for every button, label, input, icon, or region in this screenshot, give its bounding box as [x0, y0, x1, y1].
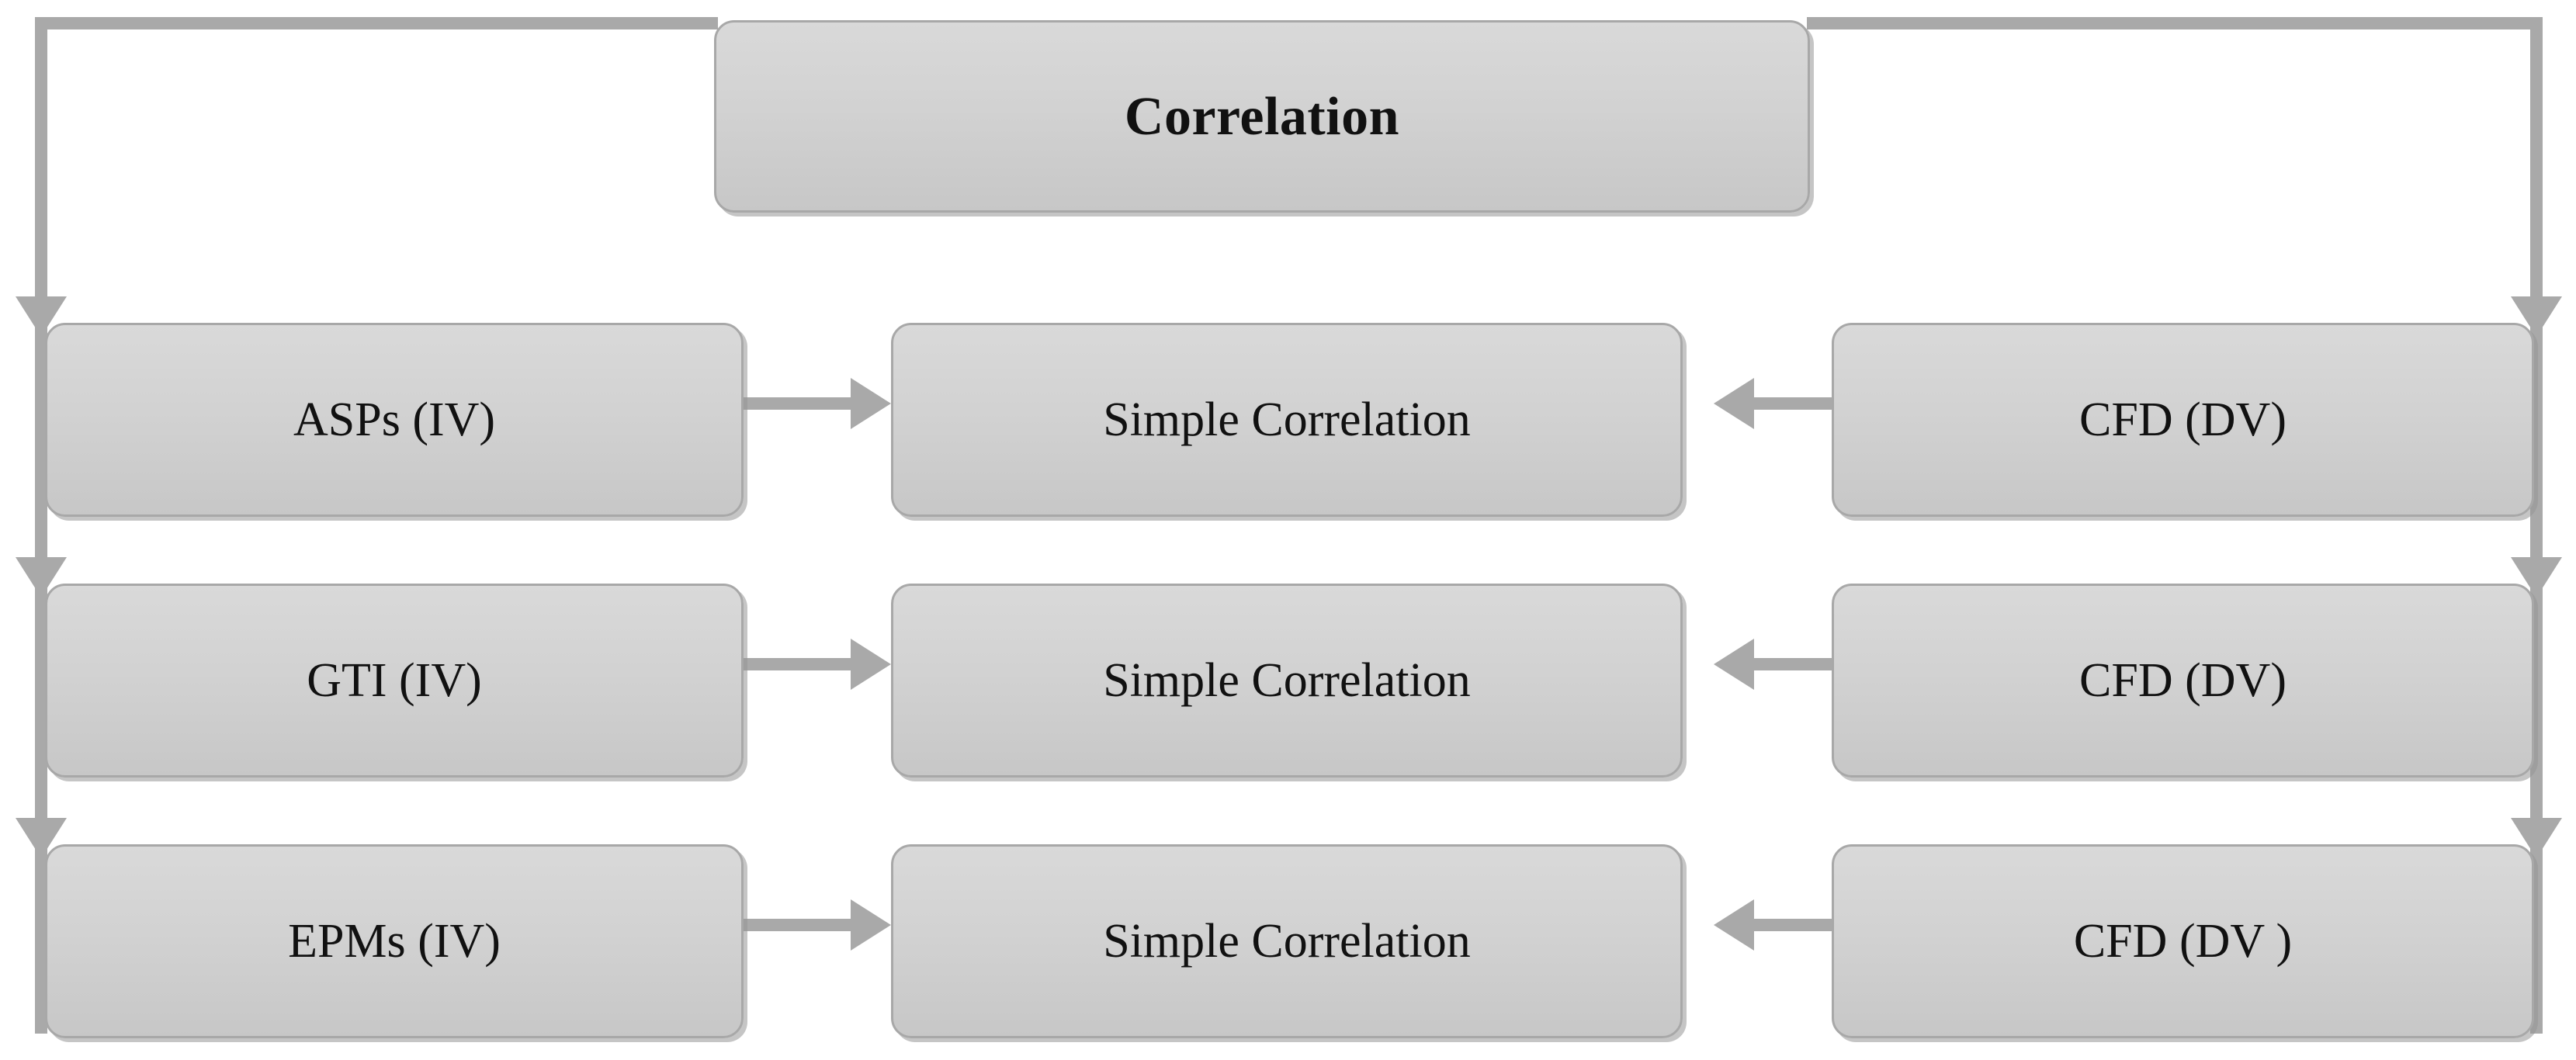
top-left-connector-line [35, 17, 718, 29]
dv-to-method-arrow-row2 [1714, 639, 1754, 690]
right-vertical-rail [2530, 17, 2543, 1034]
node-label-epms: EPMs (IV) [288, 914, 501, 968]
node-label-simple-correlation-row2: Simple Correlation [1103, 653, 1471, 707]
iv-to-method-arrow-row1 [851, 378, 891, 429]
header-node-correlation[interactable]: Correlation [714, 20, 1810, 213]
dv-to-method-line-row3 [1754, 919, 1832, 931]
node-label-cfd-row2: CFD (DV) [2079, 653, 2287, 707]
node-method-row3[interactable]: Simple Correlation [891, 844, 1683, 1038]
node-dependent-variable-row3[interactable]: CFD (DV ) [1832, 844, 2534, 1038]
header-node-label: Correlation [1124, 86, 1400, 147]
node-method-row2[interactable]: Simple Correlation [891, 584, 1683, 778]
iv-to-method-line-row3 [744, 919, 852, 931]
iv-to-method-arrow-row3 [851, 899, 891, 951]
node-label-simple-correlation-row3: Simple Correlation [1103, 914, 1471, 968]
node-method-row1[interactable]: Simple Correlation [891, 323, 1683, 517]
dv-to-method-line-row1 [1754, 397, 1832, 410]
node-independent-variable-row3[interactable]: EPMs (IV) [45, 844, 744, 1038]
node-label-simple-correlation-row1: Simple Correlation [1103, 393, 1471, 446]
node-independent-variable-row1[interactable]: ASPs (IV) [45, 323, 744, 517]
node-label-asps: ASPs (IV) [293, 393, 496, 446]
iv-to-method-line-row1 [744, 397, 852, 410]
node-independent-variable-row2[interactable]: GTI (IV) [45, 584, 744, 778]
dv-to-method-arrow-row3 [1714, 899, 1754, 951]
node-dependent-variable-row1[interactable]: CFD (DV) [1832, 323, 2534, 517]
node-dependent-variable-row2[interactable]: CFD (DV) [1832, 584, 2534, 778]
top-right-connector-line [1807, 17, 2543, 29]
node-label-cfd-row1: CFD (DV) [2079, 393, 2287, 446]
dv-to-method-line-row2 [1754, 658, 1832, 670]
iv-to-method-arrow-row2 [851, 639, 891, 690]
left-vertical-rail [35, 17, 47, 1034]
iv-to-method-line-row2 [744, 658, 852, 670]
dv-to-method-arrow-row1 [1714, 378, 1754, 429]
node-label-gti: GTI (IV) [307, 653, 482, 707]
node-label-cfd-row3: CFD (DV ) [2073, 914, 2293, 968]
